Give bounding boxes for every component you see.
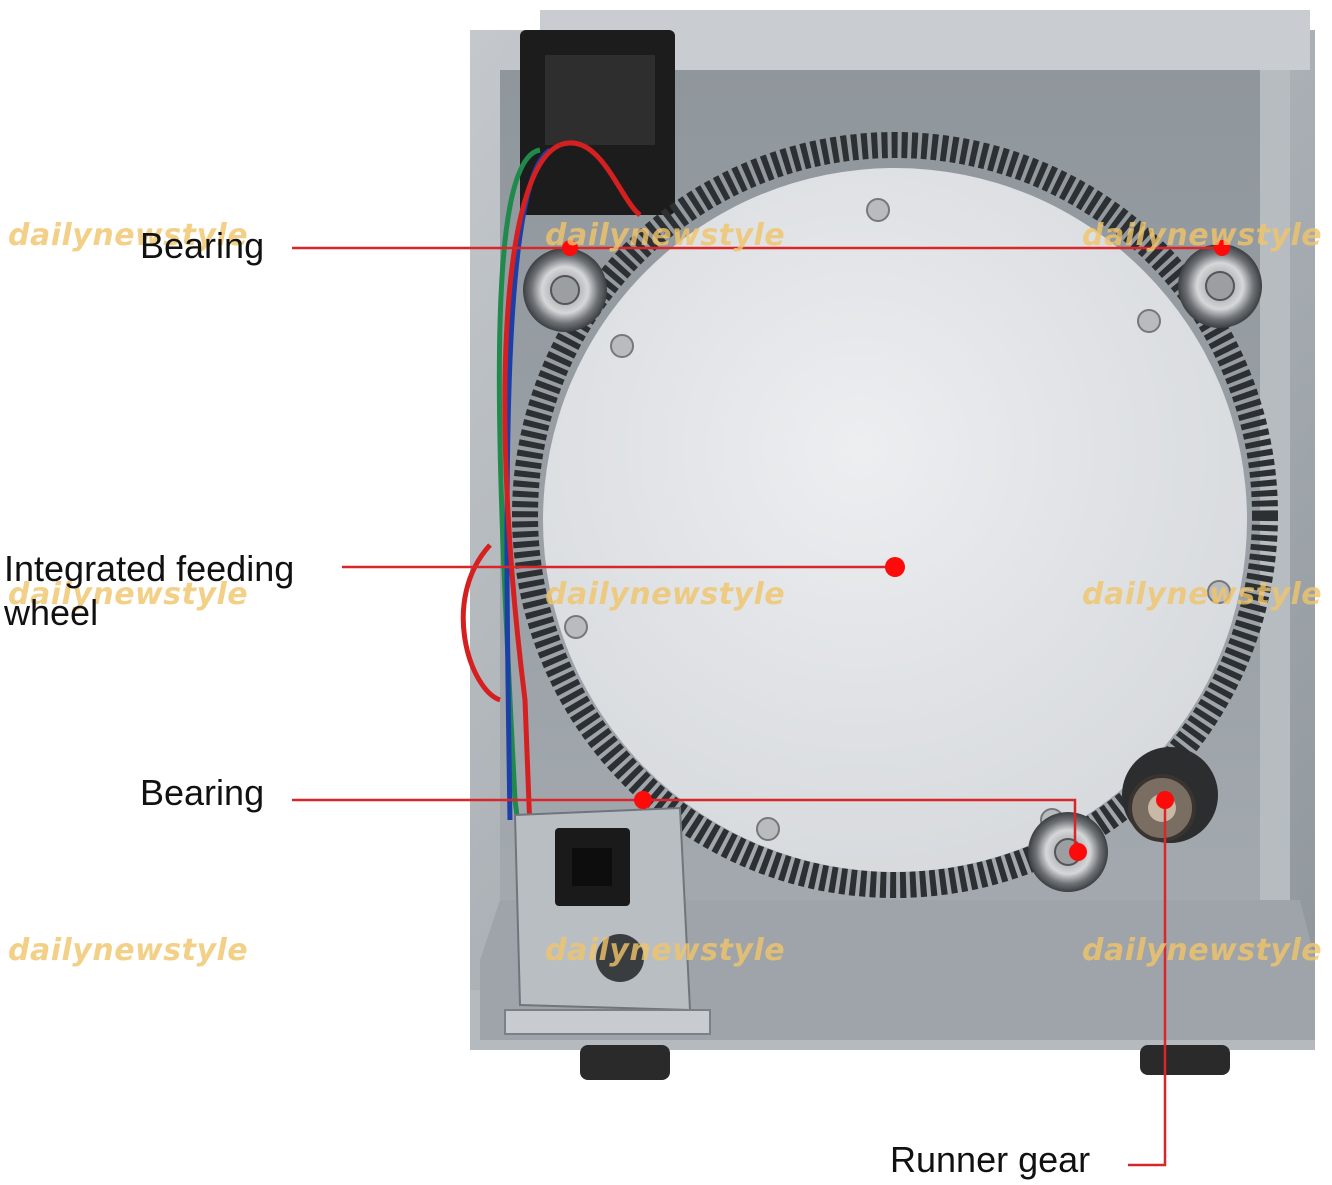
label-bearing-top: Bearing xyxy=(140,225,265,266)
internal-wiring xyxy=(460,140,642,841)
callout-lines xyxy=(292,246,1225,1167)
bearing-top-right xyxy=(1178,244,1262,328)
watermark: dailynewstyle xyxy=(8,933,249,968)
watermark: dailynewstyle xyxy=(1082,933,1323,968)
watermark: dailynewstyle xyxy=(545,218,786,253)
power-switch xyxy=(520,30,675,215)
bearing-top-left xyxy=(523,248,607,332)
watermark: dailynewstyle xyxy=(8,218,249,253)
watermark: dailynewstyle xyxy=(545,577,786,612)
gear-ring xyxy=(512,132,1278,898)
watermark: dailynewstyle xyxy=(8,577,249,612)
label-feeding-wheel-line2: wheel xyxy=(4,592,99,633)
bearing-bottom xyxy=(1028,812,1108,892)
callout-markers xyxy=(562,240,1230,861)
label-bearing-bottom: Bearing xyxy=(140,772,265,813)
feeding-wheel xyxy=(543,168,1247,872)
watermark: dailynewstyle xyxy=(545,933,786,968)
label-runner-gear: Runner gear xyxy=(890,1139,1091,1180)
wheel-screws xyxy=(564,198,1231,841)
power-inlet-bracket xyxy=(504,806,711,1035)
watermark: dailynewstyle xyxy=(1082,218,1323,253)
label-feeding-wheel-line1: Integrated feeding xyxy=(4,548,295,589)
watermark: dailynewstyle xyxy=(1082,577,1323,612)
